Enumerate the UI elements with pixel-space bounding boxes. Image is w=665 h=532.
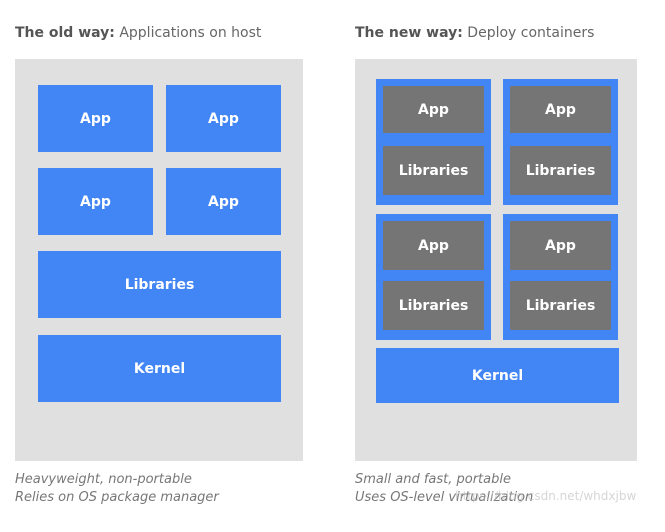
new-way-title-rest: Deploy containers [462,25,595,41]
old-way-title: The old way: Applications on host [15,25,261,41]
container-libraries-box: Libraries [510,281,611,330]
container-box: App Libraries [376,79,491,205]
container-libraries-box: Libraries [510,146,611,195]
new-caption-line2: Uses OS-level virtualization [355,490,534,505]
old-way-title-bold: The old way: [15,25,115,41]
watermark-text: https://blog.csdn.net/whdxjbw [455,489,637,503]
container-app-box: App [510,86,611,133]
new-way-host-panel: App Libraries App Libraries App Librarie… [355,59,637,461]
new-way-title-bold: The new way: [355,25,463,41]
new-way-caption: Small and fast, portable Uses OS-level v… [355,471,533,507]
old-app-box: App [166,168,281,235]
old-way-caption: Heavyweight, non-portable Relies on OS p… [15,471,219,507]
old-libraries-box: Libraries [38,251,281,318]
container-libraries-box: Libraries [383,281,484,330]
container-app-box: App [383,86,484,133]
container-libraries-box: Libraries [383,146,484,195]
container-box: App Libraries [503,79,618,205]
old-app-box: App [166,85,281,152]
container-app-box: App [383,221,484,270]
old-way-title-rest: Applications on host [114,25,262,41]
container-app-box: App [510,221,611,270]
new-kernel-box: Kernel [376,348,619,403]
container-box: App Libraries [503,214,618,340]
old-app-box: App [38,168,153,235]
old-caption-line2: Relies on OS package manager [15,490,219,505]
old-kernel-box: Kernel [38,335,281,402]
container-box: App Libraries [376,214,491,340]
old-way-host-panel: App App App App Libraries Kernel [15,59,303,461]
new-way-title: The new way: Deploy containers [355,25,594,41]
old-caption-line1: Heavyweight, non-portable [15,472,192,487]
new-caption-line1: Small and fast, portable [355,472,511,487]
old-app-box: App [38,85,153,152]
